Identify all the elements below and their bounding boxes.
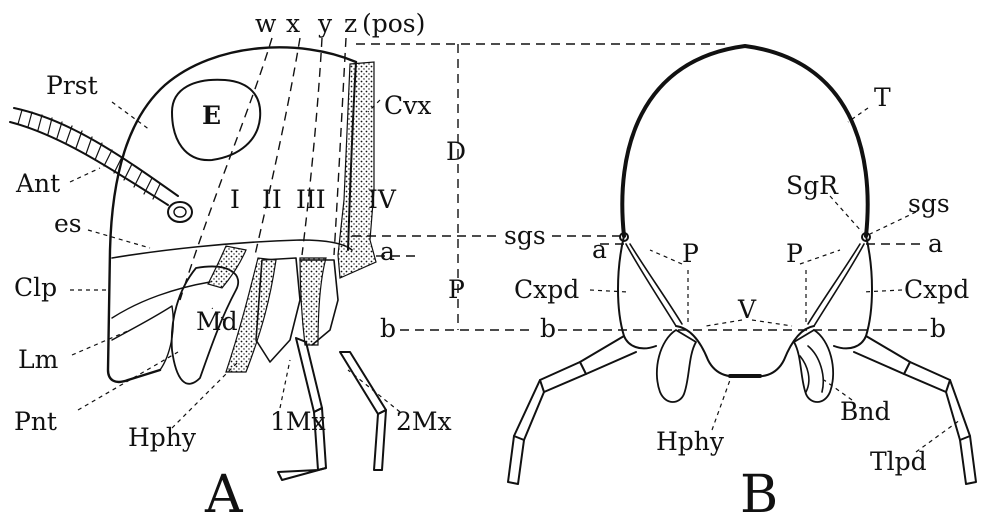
leader-cxpd-left	[590, 290, 628, 292]
leader-es	[88, 230, 150, 248]
label-es: es	[54, 209, 82, 238]
pleurostoma-right	[808, 244, 864, 326]
leader-lm	[72, 330, 130, 355]
label-b: b	[380, 314, 396, 343]
label-tlpd: Tlpd	[870, 447, 927, 476]
label-i: I	[230, 185, 240, 214]
label-sgs-b: sgs	[908, 189, 950, 218]
mandible-left-b	[657, 330, 696, 402]
leader-prst	[112, 102, 150, 130]
label-p-right-b: P	[786, 239, 803, 268]
leader-hphy-b	[712, 380, 730, 430]
label-lm: Lm	[18, 345, 59, 374]
label-b-right-b: b	[930, 314, 946, 343]
label-d: D	[446, 137, 466, 166]
label-prst: Prst	[46, 71, 98, 100]
leader-1mx	[280, 360, 290, 408]
label-a: a	[380, 237, 395, 266]
figure-b: T SgR sgs a a P P Cxpd Cxpd V b b Hphy B…	[508, 46, 976, 525]
label-iv: IV	[368, 185, 397, 214]
label-v: V	[737, 295, 757, 324]
panel-label-b: B	[740, 465, 778, 525]
label-b-left-b: b	[540, 314, 556, 343]
label-a-right-b: a	[928, 229, 943, 258]
label-ant: Ant	[15, 169, 60, 198]
label-clp: Clp	[14, 273, 57, 302]
label-y: y	[317, 9, 333, 38]
cranium-outline	[622, 46, 867, 236]
telopodite-left	[508, 336, 636, 484]
panel-label-a: A	[204, 465, 244, 525]
label-t: T	[874, 83, 891, 112]
antenna	[10, 108, 192, 222]
label-hphy-b: Hphy	[656, 427, 725, 456]
label-cxpd-right: Cxpd	[904, 275, 969, 304]
label-pnt: Pnt	[14, 407, 57, 436]
label-w: w	[255, 9, 277, 38]
label-sgr: SgR	[786, 171, 839, 200]
leader-p-right	[800, 250, 840, 326]
label-p-left-b: P	[682, 239, 699, 268]
arc-y	[302, 38, 322, 255]
label-iii: III	[296, 185, 326, 214]
label-1mx: 1Mx	[270, 407, 326, 436]
leader-sgr	[830, 196, 862, 232]
pleurostoma-left	[626, 244, 682, 326]
label-x: x	[286, 9, 300, 38]
cervix-band	[338, 62, 376, 278]
label-p: P	[448, 275, 465, 304]
maxilla-stipple	[300, 258, 326, 345]
label-z: z	[344, 9, 357, 38]
leader-ant	[70, 168, 100, 182]
label-cvx: Cvx	[384, 91, 431, 120]
label-sgs: sgs	[504, 221, 546, 250]
label-md: Md	[196, 307, 238, 336]
label-2mx: 2Mx	[396, 407, 452, 436]
label-ii: II	[262, 185, 282, 214]
leader-cxpd-right	[862, 290, 902, 292]
label-hphy: Hphy	[128, 423, 197, 452]
label-e: E	[202, 101, 221, 130]
label-a-left-b: a	[592, 235, 607, 264]
leader-pnt	[78, 352, 178, 410]
label-pos: (pos)	[362, 9, 425, 38]
hypostoma	[676, 326, 814, 377]
mandible-right-b	[794, 330, 833, 402]
label-bnd: Bnd	[840, 397, 890, 426]
label-cxpd-left: Cxpd	[514, 275, 579, 304]
